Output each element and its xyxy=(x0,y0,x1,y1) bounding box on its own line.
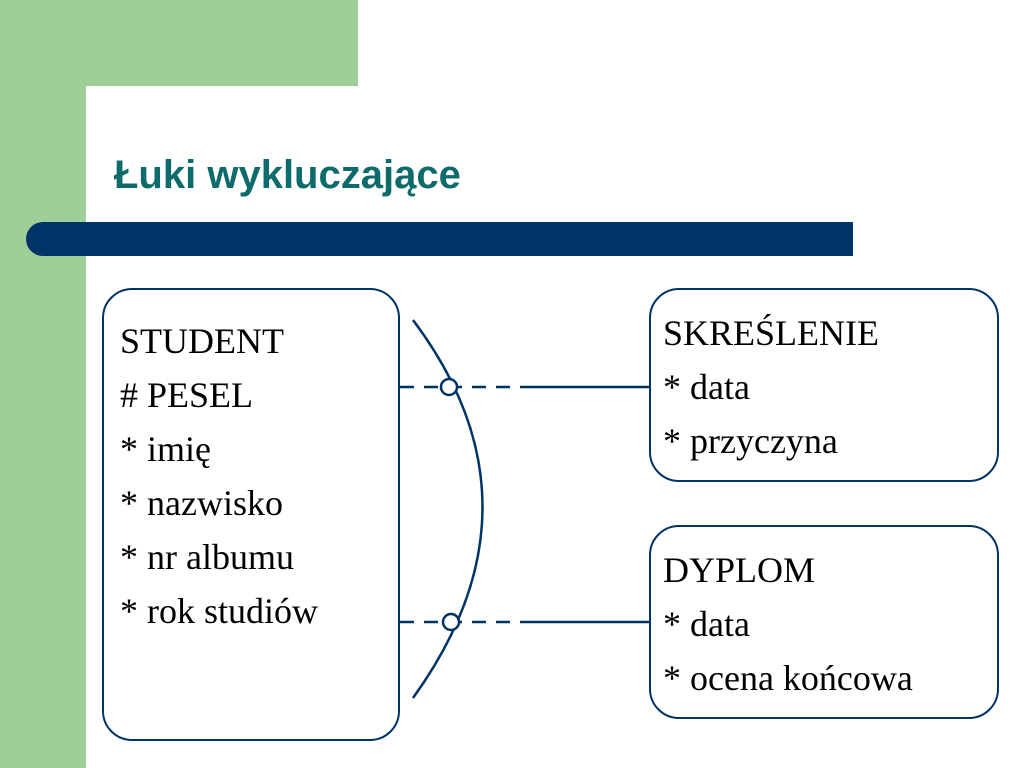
exclusive-arc xyxy=(411,319,484,699)
entity-name: DYPLOM xyxy=(663,550,816,590)
entity-attribute: * nazwisko xyxy=(120,483,283,523)
entity-attribute: * nr albumu xyxy=(120,537,294,577)
slide-title: Łuki wykluczające xyxy=(114,153,461,197)
entity-attribute: * ocena końcowa xyxy=(663,658,913,698)
entity-skreslenie: SKREŚLENIE * data * przyczyna xyxy=(649,288,999,482)
entity-attribute: * data xyxy=(663,367,750,407)
arc-membership-circle-bottom xyxy=(441,612,461,632)
entity-attribute: * przyczyna xyxy=(663,421,838,461)
green-side-strip xyxy=(0,0,86,768)
entity-name: SKREŚLENIE xyxy=(663,313,879,353)
entity-student: STUDENT # PESEL * imię * nazwisko * nr a… xyxy=(102,288,400,741)
entity-attribute: * rok studiów xyxy=(120,591,318,631)
entity-dyplom: DYPLOM * data * ocena końcowa xyxy=(649,525,999,719)
entity-attribute: * data xyxy=(663,604,750,644)
entity-attribute: # PESEL xyxy=(120,375,254,415)
arc-membership-circle-top xyxy=(439,377,459,397)
entity-attribute: * imię xyxy=(120,429,211,469)
entity-name: STUDENT xyxy=(120,321,284,361)
title-underline-bar xyxy=(26,222,853,256)
green-top-corner xyxy=(86,0,358,86)
